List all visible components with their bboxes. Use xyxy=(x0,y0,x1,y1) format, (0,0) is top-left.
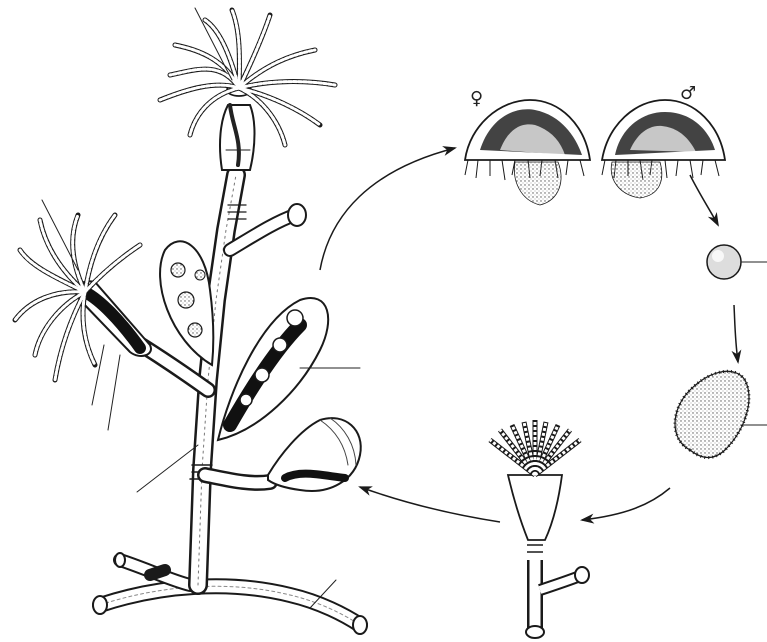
arrow-to-young-polyp xyxy=(582,488,670,520)
egg xyxy=(707,245,741,279)
planula-larva xyxy=(675,371,749,457)
arrow-to-medusae xyxy=(320,148,455,270)
arrow-to-egg xyxy=(690,175,718,225)
reproductive-polyp-upper xyxy=(160,241,213,365)
stolon xyxy=(93,553,367,634)
label-leader-lines xyxy=(42,8,767,608)
arrow-to-planula xyxy=(734,305,738,362)
young-polyp xyxy=(490,420,589,638)
male-symbol: ♂ xyxy=(680,85,696,103)
left-feeding-polyp xyxy=(15,215,151,380)
female-medusa xyxy=(465,100,590,205)
reproductive-polyp-lower xyxy=(218,298,328,440)
female-symbol: ♀ xyxy=(470,90,483,108)
medusa-bud xyxy=(268,418,361,491)
top-feeding-polyp xyxy=(160,10,335,170)
male-medusa xyxy=(602,100,725,198)
arrow-to-colony xyxy=(360,487,500,522)
